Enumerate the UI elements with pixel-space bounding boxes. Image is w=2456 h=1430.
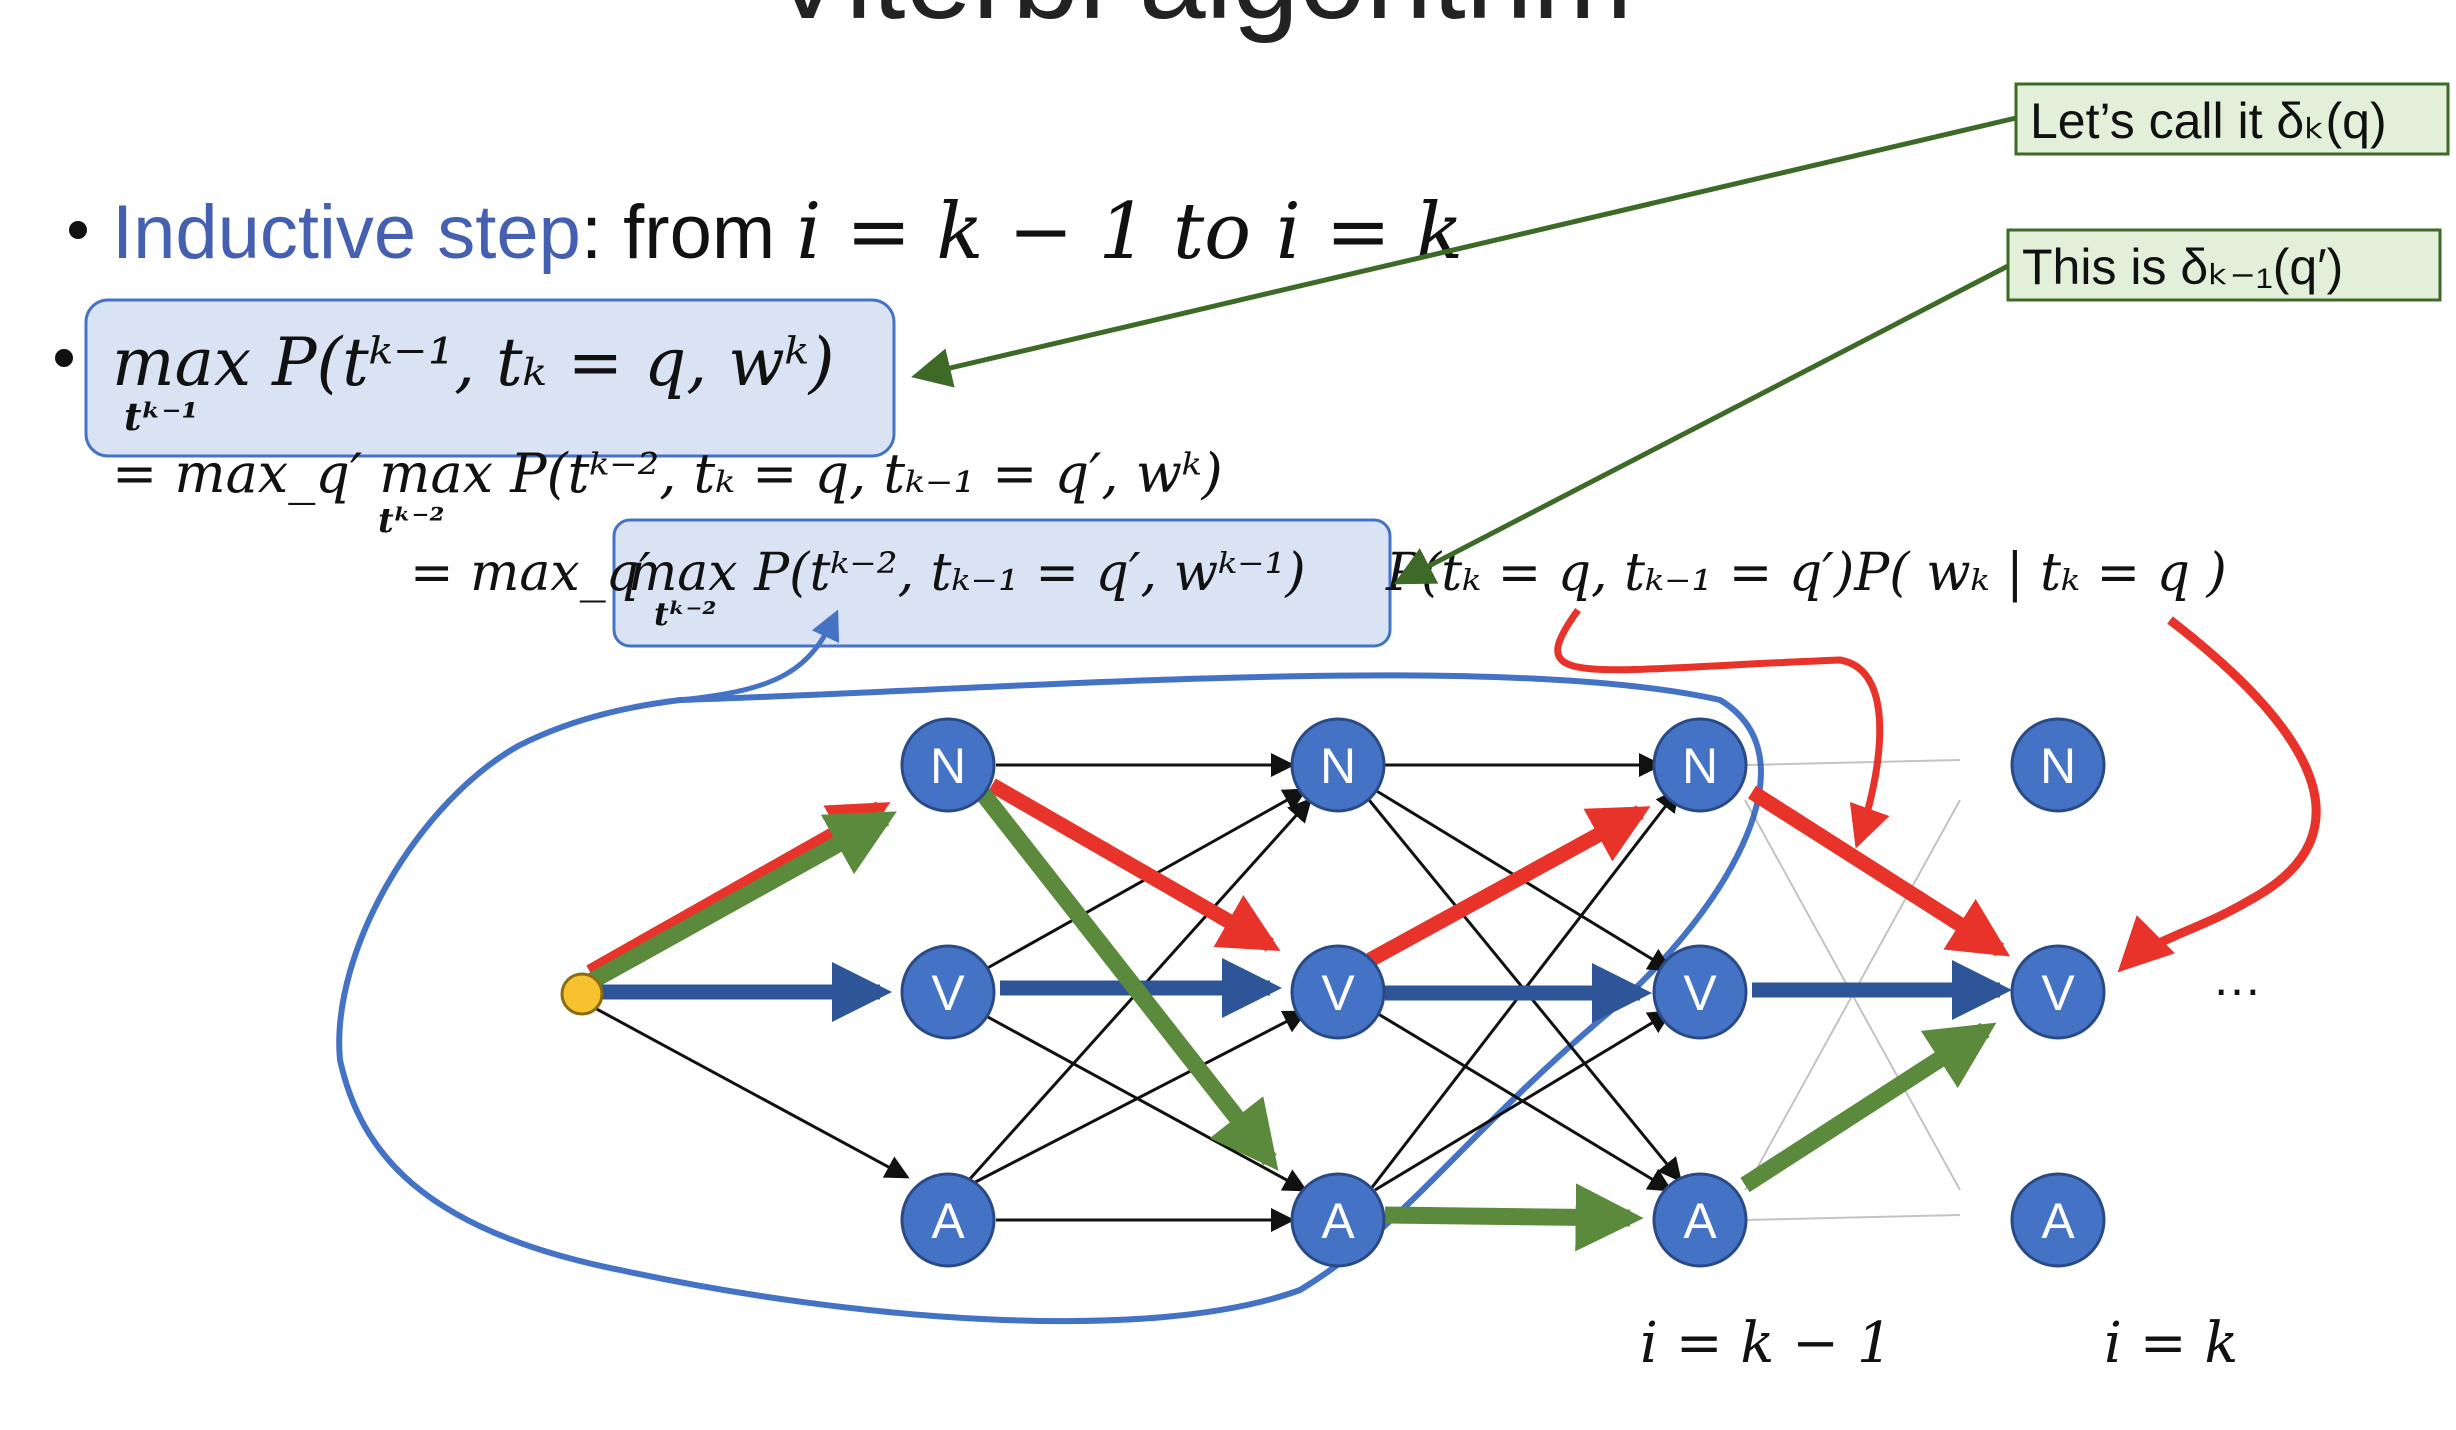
green-seg-2 [973,784,1279,1171]
edge-V1-N2 [974,788,1308,977]
svg-text:V: V [2041,965,2075,1021]
svg-text:A: A [2041,1193,2075,1249]
edge-start-A [579,998,910,1179]
line-3-subscript: tᵏ⁻² [654,595,716,633]
start-node [560,972,604,1016]
edge-A1-V2 [959,1010,1308,1192]
derivation-line-2: = max_q′ max P(tᵏ⁻², tₖ = q, tₖ₋₁ = q′, … [112,442,1223,505]
bullet-1: Inductive step: from i = k − 1 to i = k [112,187,1463,277]
emission-prob-pointer [2117,616,2321,973]
node-N-col4: N [2010,717,2106,813]
delta-km1-highlight-box [612,518,1392,648]
paths-to-km1-region [336,672,1764,1325]
lhs-subscript: tᵏ⁻¹ [124,394,198,439]
callout-delta-km1 [2006,228,2442,302]
node-V-col3: V [1652,944,1748,1040]
inductive-step-term: Inductive step [112,190,581,275]
svg-text:N: N [1682,738,1718,794]
slide-title: Viterbi algorithm [768,0,1633,44]
red-seg-4 [1747,785,2011,957]
column-label-km1: i = k − 1 [1640,1311,1893,1376]
callout-delta-k-text: Let’s call it δₖ(q) [2030,93,2387,149]
line-3-prefix: = max_q′ [410,543,651,603]
node-V-col2: V [1290,944,1386,1040]
svg-text:A: A [1683,1193,1717,1249]
node-N-col2: N [1290,717,1386,813]
bullet-dot-1 [69,221,87,239]
callout-delta-k-pointer [911,115,2017,388]
line-3-boxed-term: max P(tᵏ⁻², tₖ₋₁ = q′, wᵏ⁻¹) [628,543,1306,603]
node-V-col1: V [900,944,996,1040]
callout-delta-k [2014,82,2450,156]
node-N-col1: N [900,717,996,813]
svg-text:V: V [931,965,965,1021]
line-3-rest: P(tₖ = q, tₖ₋₁ = q′)P( wₖ | tₖ = q ) [1385,543,2227,603]
trellis-nodes: N V A N V A N V A N V A [900,717,2106,1268]
svg-text:N: N [2040,738,2076,794]
red-path [586,778,2011,979]
svg-text:V: V [1683,965,1717,1021]
transition-prob-pointer [1554,607,1890,849]
node-A-col1: A [900,1172,996,1268]
bullet-1-colon: : from [581,190,796,275]
faded-edges-to-k [1744,759,1961,1221]
edge-A2-V3 [1374,1010,1673,1192]
node-A-col3: A [1652,1172,1748,1268]
svg-text:V: V [1321,965,1355,1021]
bullet-dot-2 [55,349,73,367]
red-seg-2 [988,778,1281,952]
faded-edge-2 [1744,1214,1961,1221]
column-label-k: i = k [2104,1311,2238,1376]
green-path [585,784,1997,1252]
svg-text:A: A [1321,1193,1355,1249]
lhs-highlight-box [84,298,896,458]
callout-delta-km1-pointer [1393,263,2010,585]
red-seg-1 [586,801,891,979]
svg-text:A: A [931,1193,965,1249]
region-to-box-pointer [679,609,840,703]
lhs-expression: max P(tᵏ⁻¹, tₖ = q, wᵏ) [112,324,835,401]
node-V-col4: V [2010,944,2106,1040]
svg-text:N: N [1320,738,1356,794]
node-A-col2: A [1290,1172,1386,1268]
node-N-col3: N [1652,717,1748,813]
svg-text:N: N [930,738,966,794]
callout-delta-km1-text: This is δₖ₋₁(q′) [2022,239,2343,295]
faded-edge-1 [1744,759,1961,766]
green-seg-4 [1740,1022,1997,1193]
node-A-col4: A [2010,1172,2106,1268]
more-columns-ellipsis: … [2212,950,2262,1006]
bullet-1-expr: i = k − 1 to i = k [796,187,1463,277]
green-seg-1 [585,810,897,990]
red-seg-3 [1366,805,1651,967]
line-2-subscript: tᵏ⁻² [378,501,444,541]
green-seg-3 [1384,1183,1644,1252]
